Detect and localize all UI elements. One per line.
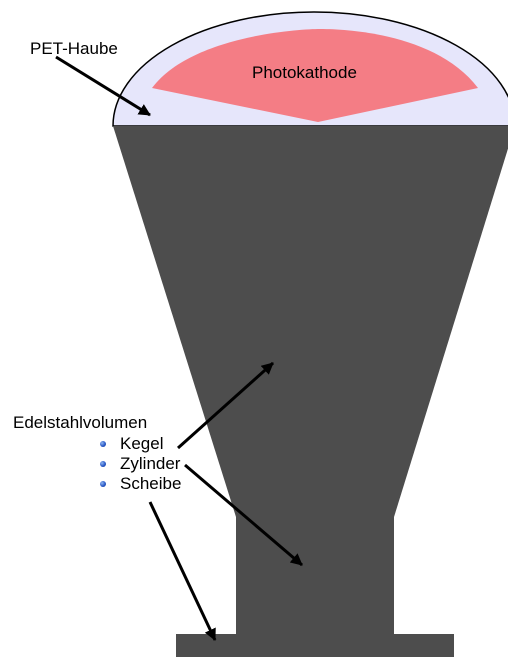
- steel-volume-label: Edelstahlvolumen: [13, 413, 148, 432]
- list-item-kegel: Kegel: [98, 434, 181, 454]
- pet-hood-label: PET-Haube: [30, 39, 118, 58]
- kegel-label: Kegel: [120, 434, 164, 453]
- steel-parts-list: Kegel Zylinder Scheibe: [98, 434, 181, 494]
- steel-disc: [176, 634, 454, 657]
- arrow-pet-hood: [55, 55, 151, 117]
- arrow-zylinder: [184, 463, 303, 567]
- scheibe-label: Scheibe: [120, 474, 182, 493]
- arrow-scheibe: [148, 501, 217, 641]
- photocathode-label: Photokathode: [252, 63, 357, 82]
- zylinder-label: Zylinder: [120, 454, 181, 473]
- bullet-icon: [100, 461, 106, 467]
- bullet-icon: [100, 441, 106, 447]
- list-item-zylinder: Zylinder: [98, 454, 181, 474]
- list-item-scheibe: Scheibe: [98, 474, 181, 494]
- arrow-kegel: [176, 361, 275, 450]
- steel-cylinder: [236, 516, 394, 636]
- bullet-icon: [100, 481, 106, 487]
- photocathode-shape: [152, 29, 478, 122]
